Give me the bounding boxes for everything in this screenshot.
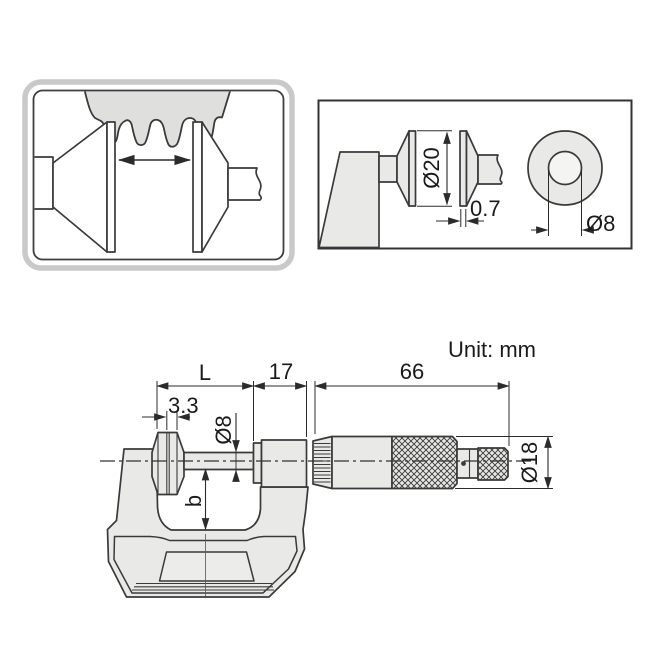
ratchet-connector <box>456 448 479 479</box>
gear-measurement-inset <box>22 79 295 271</box>
hub-front-view <box>547 150 583 186</box>
frame-inner-contour <box>113 535 298 594</box>
dim-throat-depth: b <box>181 468 210 531</box>
dim-thimble-length: 66 <box>314 359 510 390</box>
dim-spindle-diameter: Ø8 <box>211 413 240 482</box>
thimble-length-label: 66 <box>400 359 424 384</box>
spindle-cone <box>201 121 229 253</box>
dim-hub-diameter: Ø8 <box>531 170 615 236</box>
unit-label: Unit: mm <box>448 337 536 362</box>
frame-insulator-plate <box>158 551 255 582</box>
dim-anvil-length: L <box>156 360 255 390</box>
sleeve-length-label: 17 <box>269 359 293 384</box>
frame-arm-section <box>318 151 380 249</box>
sleeve <box>260 439 308 488</box>
sleeve-hub <box>252 442 263 484</box>
ratchet-stop <box>477 447 509 481</box>
disc-anvil-pair <box>151 431 185 496</box>
disc-face-right <box>459 130 468 207</box>
thimble-knurled-grip <box>391 435 458 490</box>
hub-diameter-label: Ø8 <box>586 211 615 236</box>
dim-disc-diameter: Ø20 <box>417 130 452 207</box>
dim-sleeve-length: 17 <box>252 359 308 390</box>
thimble <box>331 435 393 490</box>
anvil-length-label: L <box>199 360 211 385</box>
fixed-disc-anvil <box>106 121 116 253</box>
frame-lamination-lines <box>132 582 274 591</box>
thimble-diameter-label: Ø18 <box>517 442 542 484</box>
anvil-detail-inset: Ø20 0.7 Ø8 <box>317 99 633 250</box>
disc-diameter-label: Ø20 <box>419 147 444 189</box>
dim-thimble-diameter: Ø18 <box>455 435 553 490</box>
dim-disc-thickness: 3.3 <box>142 393 199 430</box>
movable-disc-anvil <box>192 121 203 253</box>
face-thickness-label: 0.7 <box>470 196 501 221</box>
thimble-bevel <box>312 435 333 490</box>
disc-thickness-label: 3.3 <box>168 393 199 418</box>
spindle-diameter-label: Ø8 <box>211 415 236 444</box>
spindle-rod-broken <box>477 154 503 185</box>
anvil-stub <box>34 156 54 210</box>
anvil-stub <box>378 155 398 183</box>
micrometer-drawing: Unit: mm <box>100 337 553 598</box>
throat-depth-label: b <box>181 495 206 507</box>
set-screw <box>461 461 466 466</box>
spindle-rod-broken <box>227 167 263 201</box>
disc-face-left <box>408 130 417 207</box>
frame <box>106 448 309 598</box>
dim-face-thickness: 0.7 <box>436 196 501 227</box>
